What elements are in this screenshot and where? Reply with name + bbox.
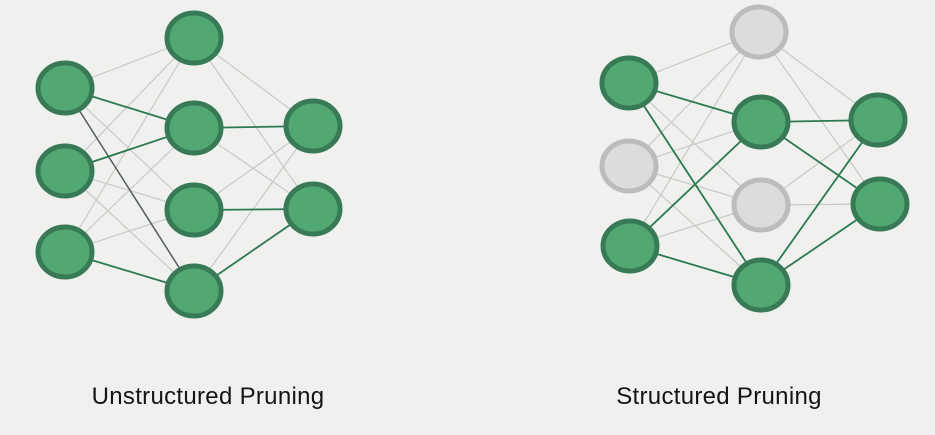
edge-i2-h1-pruned — [64, 37, 195, 172]
edge-h1-o2-pruned — [758, 31, 881, 205]
node-hidden-h1-active — [164, 10, 224, 66]
edge-h4-o1-pruned — [193, 125, 314, 292]
node-input-i2-active — [35, 143, 95, 199]
node-hidden-h2-active — [731, 94, 791, 150]
node-hidden-h3-pruned — [731, 177, 791, 233]
node-input-i3-active — [600, 218, 660, 274]
unstructured-pruning-caption: Unstructured Pruning — [91, 383, 325, 410]
node-hidden-h1-pruned — [729, 4, 789, 60]
edge-i3-h2-kept — [629, 121, 762, 247]
node-hidden-h4-active — [731, 257, 791, 313]
structured-pruning-caption: Structured Pruning — [616, 383, 822, 410]
node-output-o2-active — [283, 181, 343, 237]
edge-h4-o1-kept — [760, 119, 879, 286]
edge-i3-h1-pruned — [64, 37, 195, 253]
node-output-o1-active — [283, 98, 343, 154]
node-hidden-h3-active — [164, 182, 224, 238]
node-input-i2-pruned — [599, 138, 659, 194]
node-hidden-h2-active — [164, 100, 224, 156]
edge-i3-h1-pruned — [629, 31, 760, 247]
node-input-i1-active — [35, 60, 95, 116]
node-input-i1-active — [599, 55, 659, 111]
edge-h1-o2-pruned — [193, 37, 314, 210]
edge-i1-h4-strong — [64, 87, 195, 292]
node-input-i3-active — [35, 224, 95, 280]
edge-i2-h1-pruned — [628, 31, 760, 167]
node-output-o1-active — [848, 92, 908, 148]
structured-network-graph — [599, 4, 910, 313]
node-hidden-h4-active — [164, 263, 224, 319]
node-output-o2-active — [850, 176, 910, 232]
unstructured-network-graph — [35, 10, 343, 319]
